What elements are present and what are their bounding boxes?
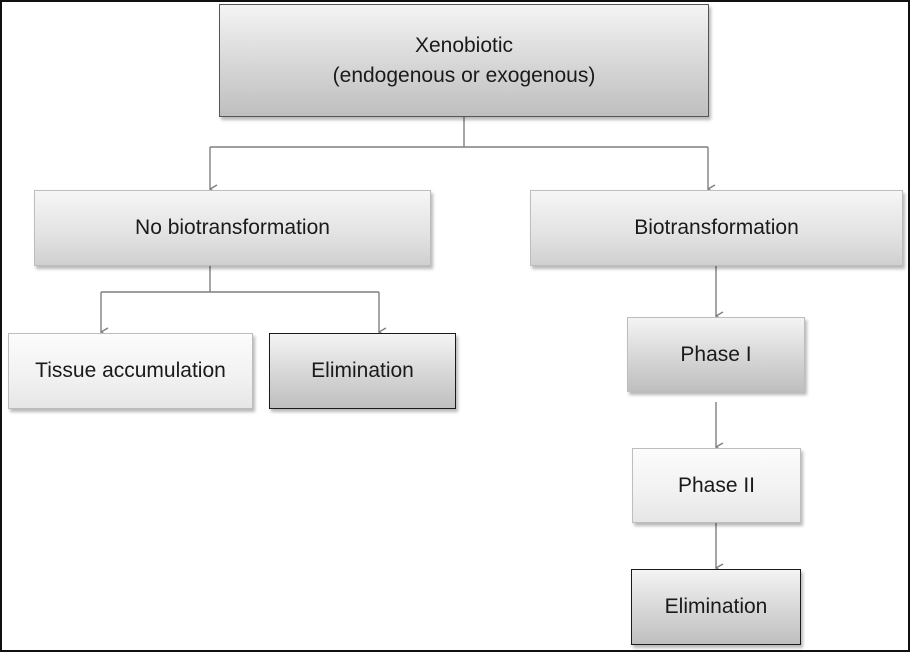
- node-phase-2: Phase II: [632, 448, 801, 523]
- node-no-biotransformation: No biotransformation: [34, 190, 431, 266]
- node-phase-1: Phase I: [627, 317, 805, 392]
- node-tissue-accumulation-label: Tissue accumulation: [35, 359, 226, 382]
- node-phase-1-label: Phase I: [680, 342, 752, 366]
- node-tissue-accumulation: Tissue accumulation: [8, 333, 253, 409]
- node-biotransformation: Biotransformation: [530, 190, 903, 266]
- node-elimination-direct: Elimination: [269, 333, 456, 409]
- node-elimination-after-phases-label: Elimination: [664, 595, 768, 618]
- node-xenobiotic-label: Xenobiotic (endogenous or exogenous): [332, 33, 596, 87]
- node-elimination-after-phases: Elimination: [631, 569, 801, 645]
- node-biotransformation-label: Biotransformation: [634, 216, 799, 239]
- node-phase-2-label: Phase II: [677, 473, 756, 497]
- node-xenobiotic: Xenobiotic (endogenous or exogenous): [219, 4, 709, 117]
- node-no-biotransformation-label: No biotransformation: [135, 216, 330, 239]
- node-elimination-direct-label: Elimination: [311, 359, 414, 382]
